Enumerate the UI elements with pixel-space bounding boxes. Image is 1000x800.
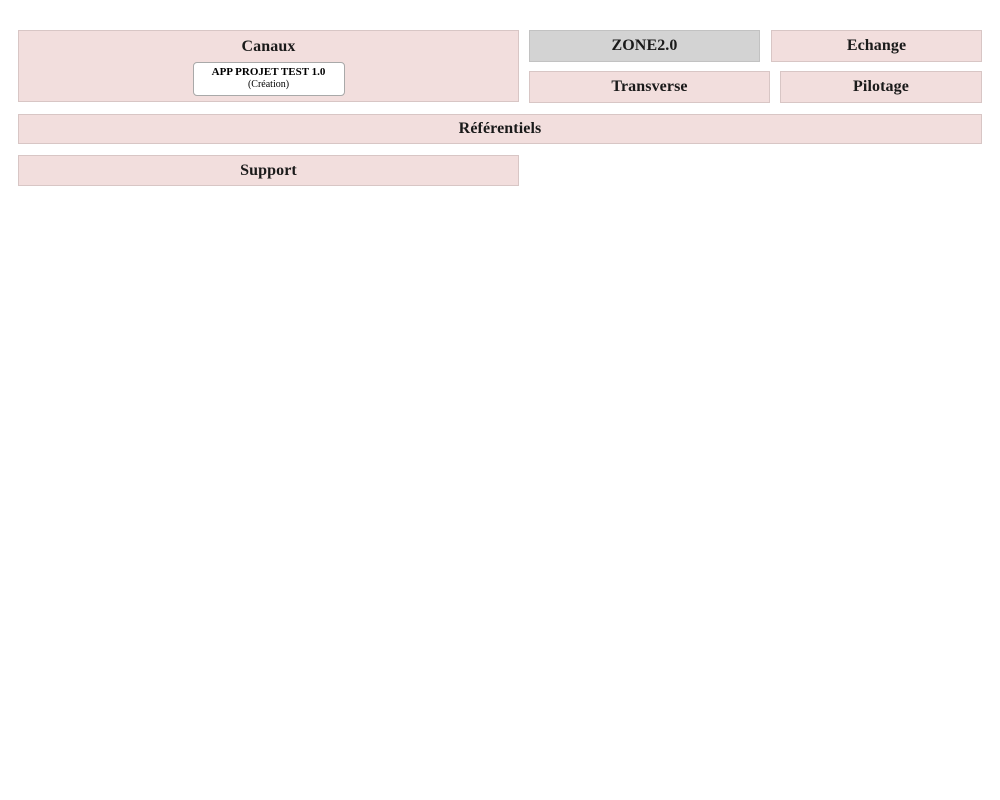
zone-support[interactable]: Support [18,155,519,186]
zone-echange-title: Echange [846,37,907,54]
zone-zone20-title: ZONE2.0 [611,37,678,54]
zone-echange[interactable]: Echange [771,30,982,62]
zone-canaux[interactable]: Canaux APP PROJET TEST 1.0 (Création) [18,30,519,102]
zone-zone20[interactable]: ZONE2.0 [529,30,760,62]
zone-transverse-title: Transverse [611,78,688,95]
zone-canaux-title: Canaux [241,38,296,55]
zone-support-title: Support [240,161,297,179]
zone-pilotage[interactable]: Pilotage [780,71,982,103]
application-state: (Création) [247,79,290,90]
zone-referentiels[interactable]: Référentiels [18,114,982,144]
zone-transverse[interactable]: Transverse [529,71,770,103]
zone-pilotage-title: Pilotage [853,78,909,95]
application-card-app-projet-test[interactable]: APP PROJET TEST 1.0 (Création) [192,62,345,96]
application-name: APP PROJET TEST 1.0 [211,66,326,78]
zone-referentiels-title: Référentiels [458,120,542,137]
